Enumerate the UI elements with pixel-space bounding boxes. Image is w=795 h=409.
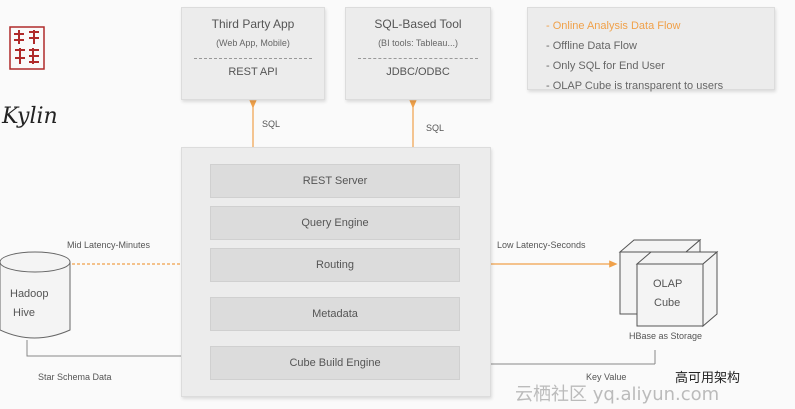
divider (194, 58, 312, 59)
hadoop-cylinder (0, 251, 71, 339)
low-latency-label: Low Latency-Seconds (497, 240, 586, 250)
legend-item-cube: - OLAP Cube is transparent to users (546, 80, 724, 92)
kylin-logo-text: Kylin (2, 104, 58, 129)
sql-label-right: SQL (426, 123, 445, 133)
legend-box: - Online Analysis Data Flow - Offline Da… (527, 7, 775, 92)
legend-item-online: - Online Analysis Data Flow (546, 20, 681, 32)
star-schema-line (26, 340, 210, 359)
third-party-app-box: Third Party App (Web App, Mobile) REST A… (181, 7, 325, 100)
client-title: SQL-Based Tool (374, 17, 462, 31)
sql-label-left: SQL (262, 119, 281, 129)
metadata-block: Metadata (210, 297, 460, 331)
olap-cube-shape (618, 238, 719, 328)
star-schema-label: Star Schema Data (38, 372, 112, 382)
query-engine-block: Query Engine (210, 206, 460, 240)
client-api: REST API (228, 66, 278, 78)
key-value-label: Key Value (586, 372, 627, 382)
legend-item-sql: - Only SQL for End User (546, 60, 665, 72)
client-subtitle: (Web App, Mobile) (216, 38, 290, 48)
routing-block: Routing (210, 248, 460, 282)
watermark-right: 高可用架构 (675, 371, 741, 386)
watermark-left: 云栖社区 yq.aliyun.com (515, 384, 720, 405)
legend-item-offline: - Offline Data Flow (546, 40, 637, 52)
client-api: JDBC/ODBC (386, 66, 450, 78)
hadoop-label: Hadoop (10, 288, 49, 300)
client-title: Third Party App (211, 17, 295, 31)
hive-label: Hive (13, 307, 36, 319)
mid-latency-label: Mid Latency-Minutes (67, 240, 151, 250)
hbase-storage-label: HBase as Storage (629, 331, 703, 341)
client-subtitle: (BI tools: Tableau...) (378, 38, 458, 48)
sql-tool-box: SQL-Based Tool (BI tools: Tableau...) JD… (345, 7, 491, 100)
rest-server-block: REST Server (210, 164, 460, 198)
cube-build-engine-block: Cube Build Engine (210, 346, 460, 380)
kylin-seal-logo (9, 26, 45, 70)
olap-label: OLAP (653, 278, 683, 290)
divider (358, 58, 478, 59)
cube-label: Cube (654, 297, 681, 309)
